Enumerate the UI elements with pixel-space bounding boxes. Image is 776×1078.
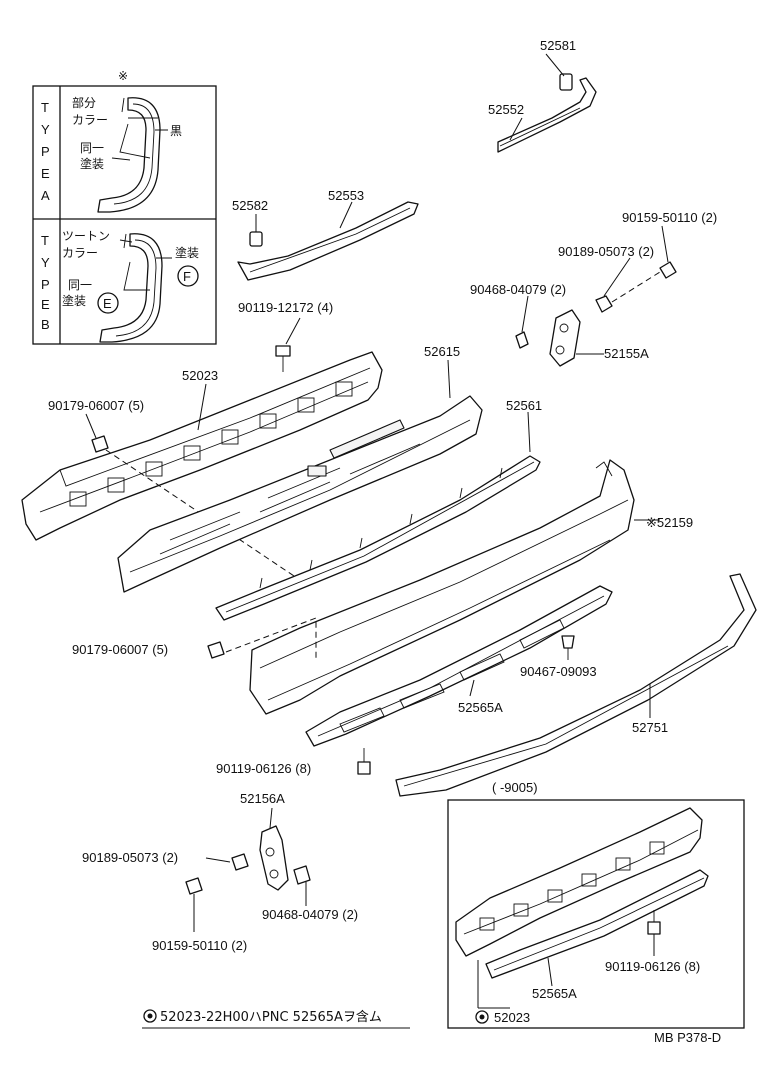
inset-label-90119: 90119-06126 (8) xyxy=(605,959,700,974)
type-b-paint2-text: 塗装 xyxy=(62,293,86,308)
label-90119-12172: 90119-12172 (4) xyxy=(238,300,333,315)
label-90159-top: 90159-50110 (2) xyxy=(622,210,717,225)
label-90468-bot: 90468-04079 (2) xyxy=(262,907,358,922)
bracket-52156A xyxy=(259,825,289,891)
page-code: MB P378-D xyxy=(654,1030,721,1045)
bolt-90119-06126 xyxy=(357,748,371,775)
label-52582: 52582 xyxy=(232,198,268,213)
label-90189-bot: 90189-05073 (2) xyxy=(82,850,178,865)
screw-90159-bot xyxy=(185,877,203,895)
label-90159-bot: 90159-50110 (2) xyxy=(152,938,247,953)
svg-text:E: E xyxy=(41,166,50,181)
label-52155A: 52155A xyxy=(604,346,649,361)
part-52552-molding xyxy=(497,53,597,153)
nut-90189-top xyxy=(595,295,613,313)
type-b-color-text: カラー xyxy=(62,246,98,260)
type-a-label: T Y P E A xyxy=(41,100,50,203)
footnote-circle-dot xyxy=(147,1013,153,1019)
bracket-52156A-group xyxy=(185,807,311,932)
svg-text:Y: Y xyxy=(41,122,50,137)
circle-e-label: E xyxy=(103,296,112,311)
inset-box: ( -9005) 90119-06126 ( xyxy=(447,780,745,1029)
type-a-sketch xyxy=(97,97,168,213)
circle-f-label: F xyxy=(183,269,191,284)
svg-text:P: P xyxy=(41,144,50,159)
type-b-sketch xyxy=(99,233,172,343)
part-52553-molding xyxy=(237,201,419,281)
type-a-paint-text: 塗装 xyxy=(80,156,104,171)
label-90467: 90467-09093 xyxy=(520,664,597,679)
inset-52023-reinforcement xyxy=(455,807,703,957)
type-b-twotone-text: ツートン xyxy=(62,229,110,243)
label-52565A: 52565A xyxy=(458,700,503,715)
clip-52582 xyxy=(249,231,263,247)
type-a-black-text: 黒 xyxy=(170,124,182,138)
type-a-partial-text: 部分 xyxy=(72,95,96,110)
svg-text:P: P xyxy=(41,277,50,292)
inset-circle-dot xyxy=(479,1014,485,1020)
circle-e xyxy=(97,292,119,314)
bracket-52155A xyxy=(549,309,581,367)
inset-frame xyxy=(447,799,745,1029)
clip-90467-09093 xyxy=(561,635,575,660)
inset-header: ( -9005) xyxy=(492,780,538,795)
inset-label-52565A: 52565A xyxy=(532,986,577,1001)
nut-90189-bot xyxy=(231,853,249,871)
svg-text:Y: Y xyxy=(41,255,50,270)
inset-52565A-retainer xyxy=(485,869,709,987)
footnote-circle-mark xyxy=(143,1009,157,1023)
label-90189-top: 90189-05073 (2) xyxy=(558,244,654,259)
part-52159-cover xyxy=(249,459,660,715)
clip-52581 xyxy=(559,73,573,91)
label-90468-top: 90468-04079 (2) xyxy=(470,282,566,297)
type-b-same-text: 同一 xyxy=(68,278,92,292)
circle-f xyxy=(177,265,199,287)
svg-text:T: T xyxy=(41,100,49,115)
label-52581: 52581 xyxy=(540,38,576,53)
bracket-52155A-group xyxy=(515,225,677,367)
type-b-label: T Y P E B xyxy=(41,233,50,332)
bolt-90119-12172 xyxy=(275,317,301,372)
label-52561: 52561 xyxy=(506,398,542,413)
label-52615: 52615 xyxy=(424,344,460,359)
inset-bolt-90119 xyxy=(647,910,661,956)
legend-box: ※ T Y P E A T Y P E B 部分 カラー 黒 同一 塗装 xyxy=(32,69,217,345)
legend-frame xyxy=(32,85,217,345)
inset-circle-mark xyxy=(475,1010,489,1024)
label-52553: 52553 xyxy=(328,188,364,203)
footnote-text: 52023-22H00ハPNC 52565Aヲ含ム xyxy=(160,1009,382,1025)
footnote: 52023-22H00ハPNC 52565Aヲ含ム xyxy=(142,1009,410,1029)
nut-90179-top xyxy=(85,413,301,581)
part-52751-spoiler xyxy=(395,573,757,797)
clip-90468-bot xyxy=(293,865,311,885)
part-52615-absorber xyxy=(117,359,483,593)
svg-text:B: B xyxy=(41,317,50,332)
label-52751: 52751 xyxy=(632,720,668,735)
label-90179-top: 90179-06007 (5) xyxy=(48,398,144,413)
clip-90468-top xyxy=(515,331,529,349)
type-a-same-text: 同一 xyxy=(80,141,104,155)
part-52561-retainer xyxy=(215,411,541,621)
label-90119-06126: 90119-06126 (8) xyxy=(216,761,311,776)
svg-text:E: E xyxy=(41,297,50,312)
inset-label-52023: 52023 xyxy=(494,1010,530,1025)
label-90179-mid: 90179-06007 (5) xyxy=(72,642,168,657)
label-52159: ※52159 xyxy=(646,515,693,530)
nut-90179-mid xyxy=(207,617,317,660)
label-52552: 52552 xyxy=(488,102,524,117)
svg-text:A: A xyxy=(41,188,50,203)
legend-marker: ※ xyxy=(118,69,128,83)
type-a-color-text: カラー xyxy=(72,113,108,127)
type-b-paint-text: 塗装 xyxy=(175,245,199,260)
screw-90159-top xyxy=(659,261,677,279)
label-52156A: 52156A xyxy=(240,791,285,806)
part-52565A-retainer xyxy=(305,585,613,747)
label-52023: 52023 xyxy=(182,368,218,383)
part-52023-reinforcement xyxy=(21,351,383,541)
svg-text:T: T xyxy=(41,233,49,248)
